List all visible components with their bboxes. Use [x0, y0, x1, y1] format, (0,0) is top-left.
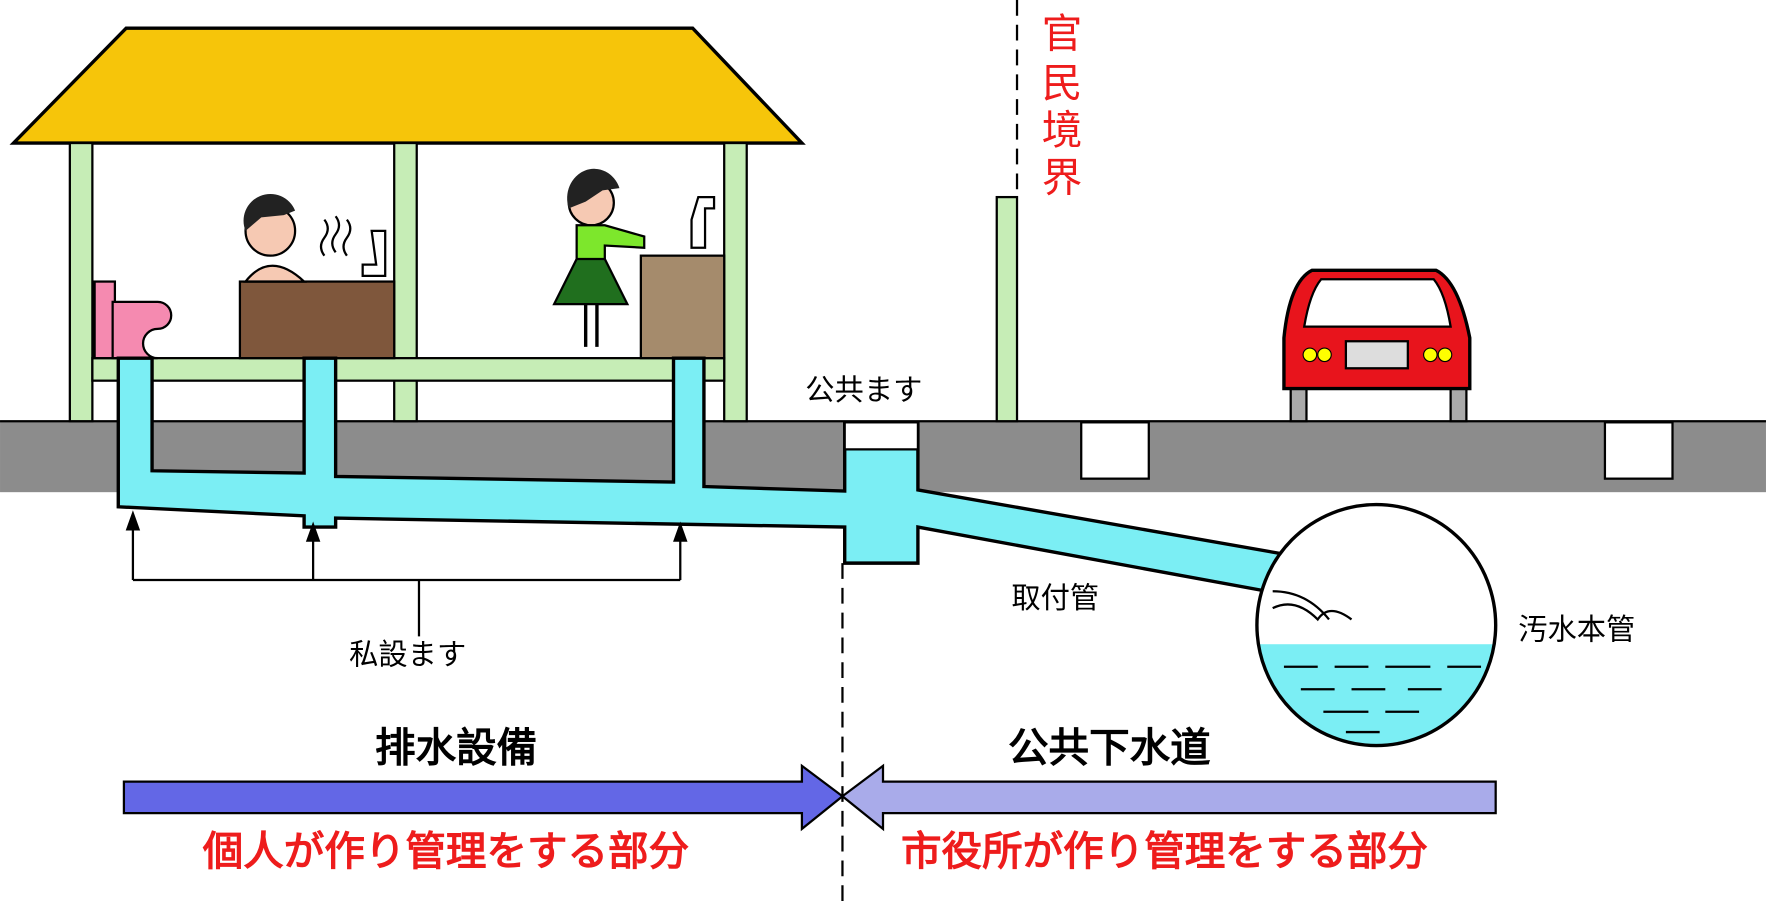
boy-shoulders — [243, 264, 307, 283]
house — [9, 26, 806, 423]
boundary-label: 界 — [1042, 153, 1083, 201]
boundary-label: 官 — [1042, 9, 1083, 57]
pillar — [68, 141, 94, 423]
drainage-facility-arrow — [122, 763, 845, 832]
bathtub — [238, 280, 396, 360]
girl-legs — [583, 304, 599, 347]
individual-part-label: 個人が作り管理をする部分 — [202, 827, 689, 875]
girl-skirt — [552, 257, 630, 306]
sewer-main — [1255, 502, 1498, 748]
sink-cabinet — [639, 254, 726, 360]
boundary-label: 境 — [1042, 106, 1083, 154]
faucet — [361, 229, 387, 278]
road-inlet — [1603, 421, 1674, 480]
boundary-label: 民 — [1042, 59, 1083, 107]
steam — [319, 215, 352, 257]
floor-beam — [91, 357, 726, 382]
road-inlet — [1080, 421, 1150, 480]
public-sewer-arrow — [840, 763, 1497, 832]
city-part-label: 市役所が作り管理をする部分 — [901, 827, 1428, 875]
girl-hair — [567, 168, 620, 209]
public-masu-label: 公共ます — [805, 373, 922, 407]
lateral-pipe-label: 取付管 — [1011, 581, 1099, 615]
faucet — [690, 195, 716, 249]
car — [1282, 268, 1472, 423]
roof — [9, 26, 806, 145]
boy-hair — [243, 193, 296, 231]
pillar — [723, 141, 748, 423]
public-masu-lid — [843, 421, 920, 451]
toilet-bowl — [111, 300, 173, 360]
private-masu-pointer — [125, 510, 688, 637]
main-sewer-label: 汚水本管 — [1518, 613, 1635, 647]
boundary-post — [995, 195, 1019, 423]
public-sewer-label: 公共下水道 — [1008, 723, 1211, 771]
private-masu-label: 私設ます — [349, 637, 466, 671]
drainage-facility-label: 排水設備 — [375, 723, 537, 771]
